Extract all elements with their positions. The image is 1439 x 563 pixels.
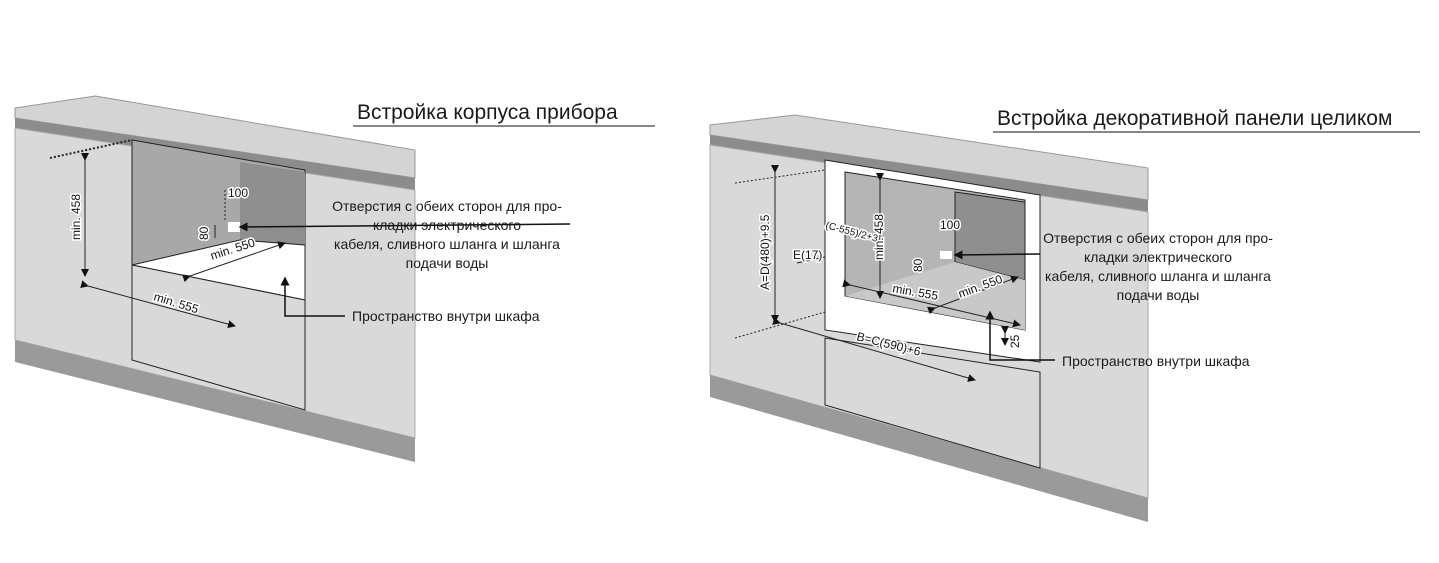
left-panel-title: Встройка корпуса прибора bbox=[357, 101, 618, 124]
note-line: подачи воды bbox=[406, 255, 489, 271]
left-note-openings: Отверстия с обеих сторон для про- кладки… bbox=[332, 198, 562, 271]
note-line: подачи воды bbox=[1117, 287, 1200, 303]
right-countertop bbox=[709, 114, 1149, 201]
note-line: кабеля, сливного шланга и шланга bbox=[1045, 268, 1271, 284]
right-cabinet bbox=[709, 114, 1149, 522]
right-note-space: Пространство внутри шкафа bbox=[1062, 353, 1250, 369]
right-dim-gap: 25 bbox=[1008, 334, 1022, 348]
note-line: кладки электрического bbox=[373, 217, 521, 233]
right-dim-a: A=D(480)+9.5 bbox=[758, 214, 772, 290]
right-dim-hole-height: 80 bbox=[911, 258, 925, 272]
right-dim-e: E(17) bbox=[793, 248, 822, 262]
left-dim-hole-offset: 100 bbox=[228, 186, 248, 200]
right-hole bbox=[940, 251, 952, 259]
right-counter-edge bbox=[710, 135, 1148, 212]
left-plinth bbox=[15, 340, 415, 462]
right-note-openings: Отверстия с обеих сторон для про- кладки… bbox=[1043, 230, 1273, 303]
right-plinth bbox=[710, 375, 1148, 522]
left-dim-hole-height: 80 bbox=[197, 226, 211, 240]
left-note-space: Пространство внутри шкафа bbox=[352, 308, 540, 324]
left-niche-inner-wall bbox=[240, 162, 305, 245]
note-line: Отверстия с обеих сторон для про- bbox=[332, 198, 562, 214]
left-dim-height: min. 458 bbox=[69, 194, 83, 240]
left-hole bbox=[228, 222, 240, 232]
note-line: кабеля, сливного шланга и шланга bbox=[334, 236, 560, 252]
right-dim-height: min. 458 bbox=[872, 214, 886, 260]
left-cabinet bbox=[14, 95, 571, 462]
right-panel-title: Встройка декоративной панели целиком bbox=[997, 107, 1392, 130]
left-countertop bbox=[14, 95, 416, 179]
right-dim-hole-offset: 100 bbox=[940, 218, 960, 232]
note-line: Отверстия с обеих сторон для про- bbox=[1043, 230, 1273, 246]
note-line: кладки электрического bbox=[1084, 249, 1232, 265]
